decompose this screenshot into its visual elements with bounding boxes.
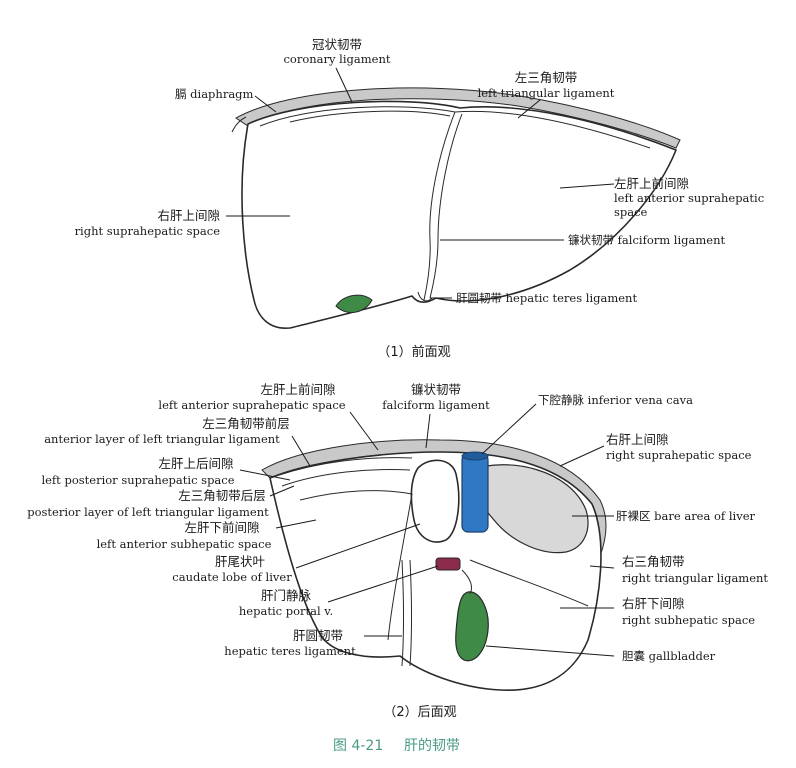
hepatic-portal-vein (435, 557, 461, 571)
posterior-view: 左肝上前间隙 left anterior suprahepatic space … (27, 382, 768, 720)
left-lobe-posterior-edge (299, 490, 413, 641)
leader-p-right-tri (589, 565, 615, 569)
falciform-ligament-line (423, 111, 456, 301)
label-diaphragm: 膈 diaphragm (175, 87, 254, 101)
label-p-left-ant-supra-zh: 左肝上前间隙 (260, 382, 335, 397)
label-p-post-layer-zh: 左三角韧带后层 (178, 488, 266, 503)
subtitle-posterior: （2）后面观 (383, 705, 456, 720)
label-left-tri-en: left triangular ligament (478, 86, 615, 100)
label-p-ivc: 下腔静脉 inferior vena cava (538, 393, 693, 407)
teres-ligament (401, 559, 404, 667)
inferior-vena-cava (461, 453, 489, 533)
leader-p-left-ant-supra (349, 411, 379, 451)
label-left-ant-supra-en2: space (614, 205, 648, 219)
label-teres: 肝圆韧带 hepatic teres ligament (456, 291, 637, 305)
leader-p-right-supra (559, 445, 605, 467)
caudate-lobe (410, 459, 460, 543)
gallbladder-tip-anterior (335, 294, 373, 314)
right-lobe-contour (469, 559, 589, 607)
label-p-left-ant-sub-en: left anterior subhepatic space (97, 537, 272, 551)
diaphragm-band (235, 87, 681, 149)
anterior-view: 冠状韧带 coronary ligament 膈 diaphragm 左三角韧带… (75, 37, 765, 360)
label-p-right-tri-en: right triangular ligament (622, 571, 768, 585)
leader-p-left-ant-sub (275, 519, 317, 529)
label-p-right-supra-zh: 右肝上间隙 (606, 432, 669, 447)
liver-anterior-outline (241, 100, 677, 329)
leader-left-tri (517, 99, 541, 119)
label-left-tri-zh: 左三角韧带 (515, 70, 578, 85)
leader-coronary (335, 67, 353, 103)
label-p-ant-layer-zh: 左三角韧带前层 (202, 416, 290, 431)
label-p-post-layer-en: posterior layer of left triangular ligam… (27, 505, 269, 519)
subtitle-anterior: （1）前面观 (377, 344, 450, 360)
label-p-right-sub-zh: 右肝下间隙 (622, 596, 685, 611)
label-right-supra-en: right suprahepatic space (75, 224, 221, 238)
leader-p-post-layer (269, 485, 295, 497)
leader-p-left-post-supra (239, 469, 291, 481)
label-coronary-zh: 冠状韧带 (312, 37, 362, 52)
label-p-caudate-zh: 肝尾状叶 (215, 554, 266, 569)
label-right-supra-zh: 右肝上间隙 (157, 208, 220, 223)
label-left-ant-supra-en1: left anterior suprahepatic (614, 191, 764, 205)
label-p-left-ant-supra-en: left anterior suprahepatic space (158, 398, 345, 412)
label-p-left-ant-sub-zh: 左肝下前间隙 (184, 520, 259, 535)
label-p-caudate-en: caudate lobe of liver (172, 570, 292, 584)
label-p-bare: 肝裸区 bare area of liver (616, 509, 755, 523)
label-p-gallbladder: 胆囊 gallbladder (622, 649, 716, 663)
leader-p-ant-layer (291, 435, 311, 467)
label-left-ant-supra-zh: 左肝上前间隙 (614, 176, 689, 191)
leader-left-ant-supra (559, 183, 615, 189)
ivc-top-opening (461, 451, 489, 461)
label-p-left-post-supra-zh: 左肝上后间隙 (158, 456, 233, 471)
label-coronary-en: coronary ligament (283, 52, 390, 66)
diaphragm-edge (231, 116, 247, 133)
caption-title: 肝的韧带 (404, 738, 460, 754)
cystic-duct (461, 569, 473, 595)
label-falciform: 镰状韧带 falciform ligament (568, 233, 725, 247)
leader-p-caudate (295, 523, 421, 569)
label-p-ant-layer-en: anterior layer of left triangular ligame… (44, 432, 280, 446)
label-p-right-sub-en: right subhepatic space (622, 613, 755, 627)
leader-p-portal (327, 565, 439, 603)
gallbladder (455, 591, 489, 662)
falciform-ligament-line-2 (429, 113, 463, 299)
left-triangular-ligament-layers (275, 457, 413, 477)
teres-ligament-2 (409, 559, 412, 667)
label-p-portal-zh: 肝门静脉 (261, 588, 312, 603)
label-p-teres-zh: 肝圆韧带 (293, 628, 343, 643)
figure-caption: 图 4-21 肝的韧带 (333, 738, 460, 754)
label-p-falciform-en: falciform ligament (382, 398, 490, 412)
caption-number: 图 4-21 (333, 738, 383, 754)
leader-p-ivc (481, 403, 537, 455)
leader-p-falciform (425, 413, 431, 449)
label-p-teres-en: hepatic teres ligament (224, 644, 356, 658)
label-p-falciform-zh: 镰状韧带 (411, 382, 461, 397)
label-p-portal-en: hepatic portal v. (239, 604, 333, 618)
label-p-right-supra-en: right suprahepatic space (606, 448, 752, 462)
teres-notch (417, 291, 433, 302)
leader-p-gallbladder (485, 645, 615, 657)
coronary-ligament-inner (289, 110, 451, 123)
label-p-left-post-supra-en: left posterior suprahepatic space (41, 473, 234, 487)
left-triangular-ligament-layer-2 (281, 469, 411, 487)
label-p-right-tri-zh: 右三角韧带 (622, 554, 685, 569)
leader-diaphragm (254, 95, 277, 113)
